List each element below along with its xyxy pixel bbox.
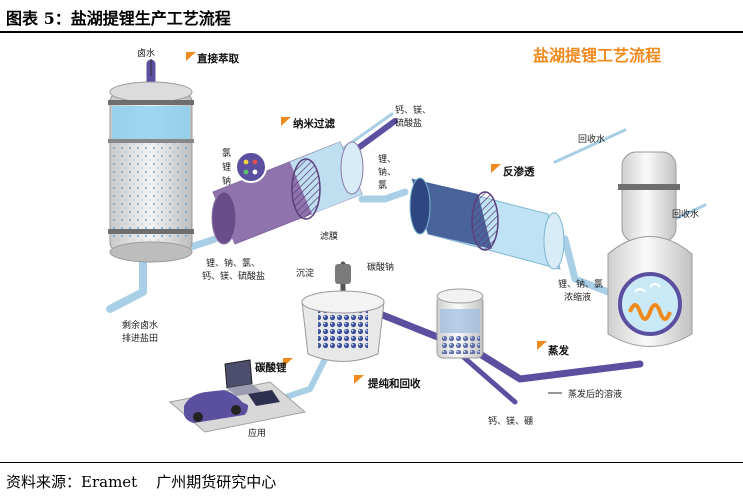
boron-outlet-pipe xyxy=(457,351,518,405)
evaporator xyxy=(607,151,693,347)
top-rule xyxy=(0,31,743,33)
label-ion-cl: 氯 xyxy=(222,147,231,159)
stage-label-nanofiltration: 纳米过滤 xyxy=(281,117,335,130)
evap-return-pipe xyxy=(376,310,644,383)
recycled-water-line-1 xyxy=(553,128,627,164)
label-recycled-water-2: 回收水 xyxy=(672,208,699,220)
figure-title: 图表 5：盐湖提锂生产工艺流程 xyxy=(6,9,231,28)
stage-nanofiltration-text: 纳米过滤 xyxy=(293,117,335,130)
stage-label-direct-extraction: 直接萃取 xyxy=(186,52,239,65)
bottom-rule xyxy=(0,462,743,463)
label-li-na-cl-2: 钠、 xyxy=(378,166,396,178)
label-concentrate-2: 浓缩液 xyxy=(564,291,591,303)
stage-evaporation-text: 蒸发 xyxy=(548,344,569,357)
label-ca-mg-b: 钙、镁、硼 xyxy=(488,415,533,427)
label-sodium-carbonate: 碳酸钠 xyxy=(367,261,394,273)
label-remaining-brine-2: 排进盐田 xyxy=(122,332,158,344)
label-precipitate: 沉淀 xyxy=(296,267,314,279)
intermediate-tank xyxy=(436,288,484,359)
application-platform xyxy=(168,359,307,433)
stage-label-reverse-osmosis: 反渗透 xyxy=(491,164,535,178)
nanofiltration-unit xyxy=(211,141,364,245)
label-ion-na: 钠 xyxy=(222,175,231,187)
stage-lithium-carbonate-text: 碳酸锂 xyxy=(255,361,287,374)
extraction-tank xyxy=(108,81,194,263)
label-impurities-2: 硫酸盐 xyxy=(395,117,422,129)
diagram-title: 盐湖提锂工艺流程 xyxy=(533,46,661,65)
label-membrane: 滤膜 xyxy=(320,230,338,242)
label-mix-1: 锂、钠、氯、 xyxy=(206,257,260,269)
purification-tank xyxy=(301,264,385,362)
reverse-osmosis-unit xyxy=(409,177,565,270)
label-ion-li: 锂 xyxy=(222,161,231,173)
label-mix-2: 钙、镁、硫酸盐 xyxy=(202,270,265,282)
label-application: 应用 xyxy=(248,427,266,439)
stage-label-lithium-carbonate: 碳酸锂 xyxy=(255,358,293,374)
label-brine: 卤水 xyxy=(137,47,155,59)
stage-purification-text: 提纯和回收 xyxy=(368,377,421,390)
label-recycled-water-1: 回收水 xyxy=(578,133,605,145)
ro-to-evap-pipe xyxy=(561,235,612,296)
label-concentrate-1: 锂、钠、氯 xyxy=(558,278,603,290)
process-diagram: 盐湖提锂工艺流程 xyxy=(106,46,707,439)
label-after-evaporation: 蒸发后的溶液 xyxy=(568,388,622,400)
label-remaining-brine-1: 剩余卤水 xyxy=(122,319,158,331)
nf-to-ro-pipe xyxy=(358,188,409,203)
stage-label-purification: 提纯和回收 xyxy=(354,375,421,390)
label-impurities-1: 钙、镁、 xyxy=(395,104,431,116)
figure-header: 图表 5：盐湖提锂生产工艺流程 xyxy=(0,0,743,30)
recycled-water-line-2 xyxy=(671,203,707,222)
stage-direct-extraction-text: 直接萃取 xyxy=(197,52,239,65)
label-li-na-cl-3: 氯 xyxy=(378,179,387,191)
source-note: 资料来源：Eramet 广州期货研究中心 xyxy=(6,473,277,491)
stage-reverse-osmosis-text: 反渗透 xyxy=(503,165,535,178)
ion-legend xyxy=(235,151,267,183)
stage-label-evaporation: 蒸发 xyxy=(537,341,569,357)
label-li-na-cl-1: 锂、 xyxy=(378,153,396,165)
